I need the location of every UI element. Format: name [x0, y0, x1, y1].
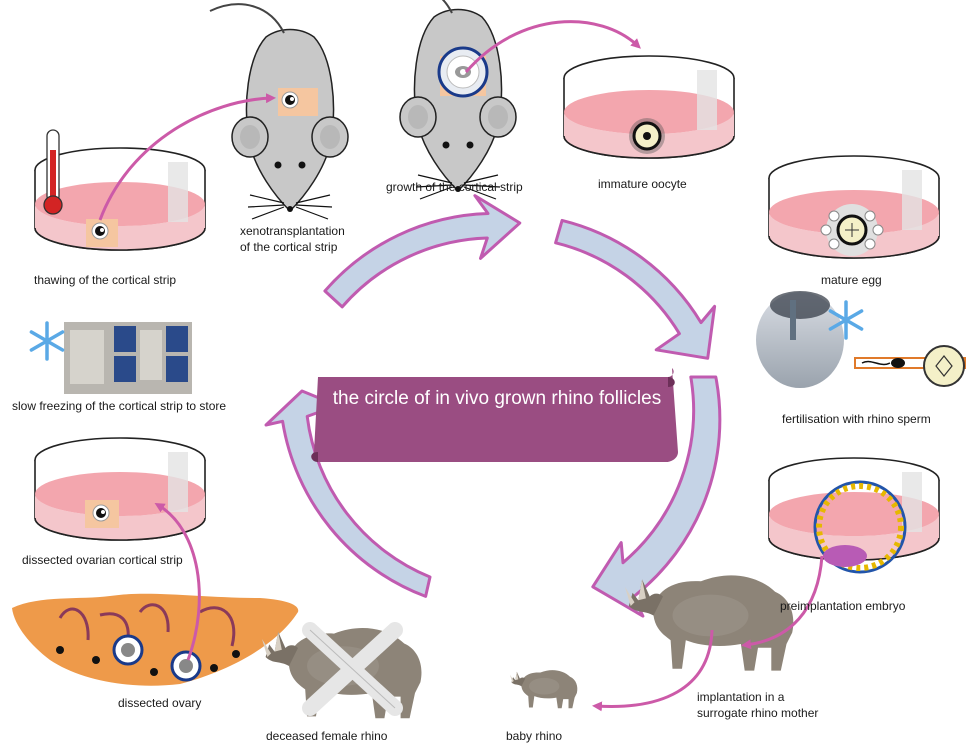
label-implantation-line2: surrogate rhino mother: [697, 706, 818, 720]
label-fertilisation: fertilisation with rhino sperm: [782, 412, 931, 426]
label-slow-freezing: slow freezing of the cortical strip to s…: [12, 399, 226, 413]
mouse-icon: [378, 0, 516, 199]
cycle-arrow-right: [556, 220, 715, 358]
rhino-icon: [625, 575, 793, 670]
label-dissected-ovary: dissected ovary: [118, 696, 201, 710]
label-xenotransplantation-line1: xenotransplantation: [240, 224, 345, 238]
ovary-icon: [12, 594, 298, 686]
oocyte-icon: [629, 118, 665, 154]
cortical-strip-icon: [86, 219, 118, 247]
label-baby-rhino: baby rhino: [506, 729, 562, 743]
petri-dish-icon: [769, 458, 939, 560]
freezer-storage-photo: [64, 322, 192, 394]
label-preimplantation-embryo: preimplantation embryo: [780, 599, 905, 613]
label-growth: growth of the cortical strip: [386, 180, 523, 194]
title-banner: [311, 368, 678, 462]
label-thawing: thawing of the cortical strip: [34, 273, 176, 287]
label-xenotransplantation-line2: of the cortical strip: [240, 240, 337, 254]
egg-cell-icon: [924, 346, 964, 386]
cycle-arrow-top: [325, 196, 520, 307]
label-immature-oocyte: immature oocyte: [598, 177, 687, 191]
thermometer-icon: [44, 130, 62, 214]
grown-follicle-icon: [439, 48, 487, 96]
label-implantation-line1: implantation in a: [697, 690, 784, 704]
rhino-icon: [510, 670, 577, 708]
label-deceased-rhino: deceased female rhino: [266, 729, 387, 743]
label-dissected-strip: dissected ovarian cortical strip: [22, 553, 183, 567]
cortical-strip-icon: [85, 500, 119, 528]
cryo-tank-photo: [756, 291, 844, 388]
snowflake-icon: [31, 323, 62, 359]
label-mature-egg: mature egg: [821, 273, 882, 287]
diagram-title: the circle of in vivo grown rhino follic…: [322, 386, 672, 412]
cortical-strip-icon: [278, 88, 318, 116]
